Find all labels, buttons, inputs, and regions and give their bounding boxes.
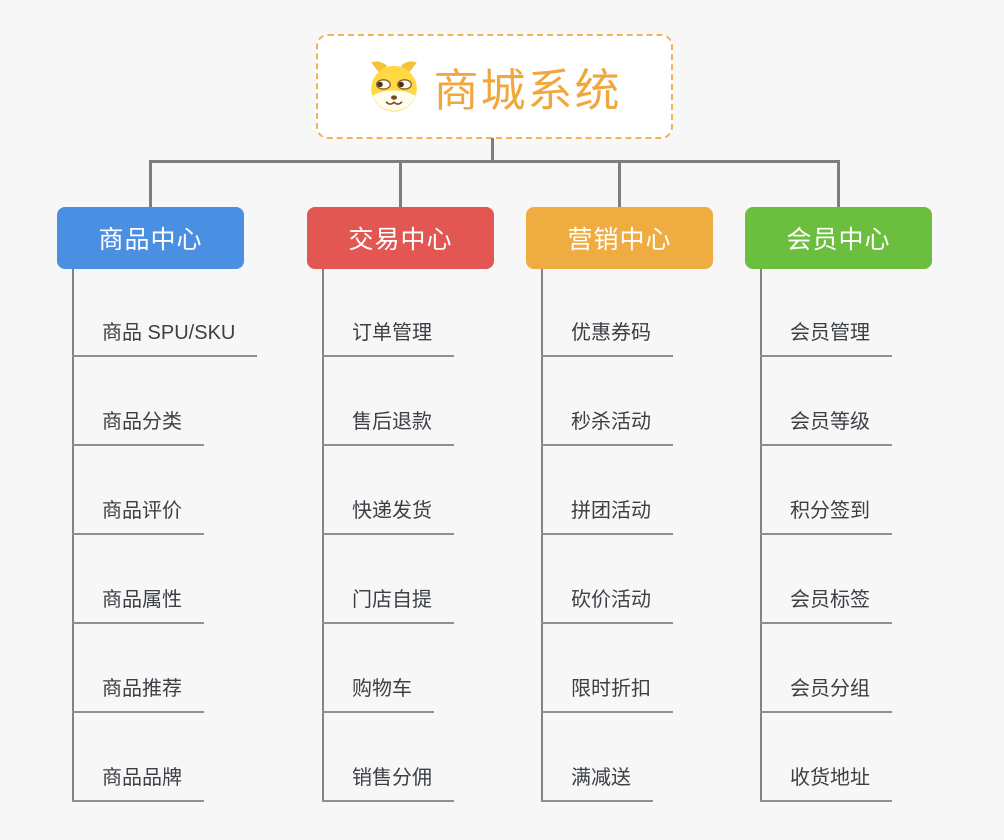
leaf-node[interactable]: 秒杀活动: [541, 408, 673, 446]
leaf-label: 限时折扣: [571, 678, 651, 700]
branch-label: 会员中心: [786, 226, 891, 254]
leaf-label: 满减送: [571, 767, 631, 789]
leaf-node[interactable]: 门店自提: [322, 586, 454, 624]
branch-node[interactable]: 营销中心: [526, 207, 713, 269]
connector-branch-drop: [618, 160, 621, 207]
leaf-node[interactable]: 优惠券码: [541, 319, 673, 357]
leaf-label: 优惠券码: [571, 322, 651, 344]
connector-branch-drop: [837, 160, 840, 207]
branch-node[interactable]: 交易中心: [307, 207, 494, 269]
leaf-node[interactable]: 会员管理: [760, 319, 892, 357]
leaf-label: 商品推荐: [102, 678, 182, 700]
leaf-node[interactable]: 会员分组: [760, 675, 892, 713]
leaf-node[interactable]: 拼团活动: [541, 497, 673, 535]
root-node[interactable]: 商城系统: [316, 34, 673, 139]
connector-branch-spine: [541, 269, 543, 802]
leaf-label: 商品分类: [102, 411, 182, 433]
leaf-label: 砍价活动: [571, 589, 651, 611]
leaf-label: 销售分佣: [352, 767, 432, 789]
leaf-label: 会员等级: [790, 411, 870, 433]
leaf-label: 会员分组: [790, 678, 870, 700]
leaf-node[interactable]: 商品属性: [72, 586, 204, 624]
leaf-node[interactable]: 订单管理: [322, 319, 454, 357]
leaf-node[interactable]: 满减送: [541, 764, 653, 802]
leaf-node[interactable]: 砍价活动: [541, 586, 673, 624]
leaf-node[interactable]: 商品推荐: [72, 675, 204, 713]
leaf-node[interactable]: 商品分类: [72, 408, 204, 446]
leaf-label: 秒杀活动: [571, 411, 651, 433]
branch-column: 交易中心 订单管理 售后退款 快递发货 门店自提 购物车 销售分佣: [307, 160, 494, 802]
leaf-node[interactable]: 商品 SPU/SKU: [72, 319, 258, 357]
branch-label: 营销中心: [567, 226, 672, 254]
leaf-node[interactable]: 商品品牌: [72, 764, 204, 802]
leaf-node[interactable]: 售后退款: [322, 408, 454, 446]
leaf-label: 会员管理: [790, 322, 870, 344]
leaf-node[interactable]: 限时折扣: [541, 675, 673, 713]
leaf-node[interactable]: 积分签到: [760, 497, 892, 535]
branch-column: 会员中心 会员管理 会员等级 积分签到 会员标签 会员分组 收货地址: [745, 160, 932, 802]
leaf-node[interactable]: 会员等级: [760, 408, 892, 446]
leaf-label: 商品 SPU/SKU: [102, 322, 236, 344]
branch-node[interactable]: 会员中心: [745, 207, 932, 269]
root-title: 商城系统: [433, 65, 622, 116]
leaf-label: 购物车: [352, 678, 412, 700]
branch-label: 商品中心: [98, 226, 203, 254]
branch-node[interactable]: 商品中心: [57, 207, 244, 269]
connector-branch-spine: [72, 269, 74, 802]
leaf-label: 订单管理: [352, 322, 432, 344]
leaf-label: 商品评价: [102, 500, 182, 522]
shiba-dog-logo-icon: [367, 60, 421, 114]
leaf-label: 会员标签: [790, 589, 870, 611]
leaf-node[interactable]: 快递发货: [322, 497, 454, 535]
connector-root-drop: [491, 138, 494, 161]
connector-branch-spine: [322, 269, 324, 802]
branch-column: 商品中心 商品 SPU/SKU 商品分类 商品评价 商品属性 商品推荐 商品品牌: [57, 160, 258, 802]
leaf-label: 商品品牌: [102, 767, 182, 789]
leaf-node[interactable]: 会员标签: [760, 586, 892, 624]
leaf-label: 售后退款: [352, 411, 432, 433]
leaf-label: 门店自提: [352, 589, 432, 611]
connector-horizontal-bar: [149, 160, 840, 163]
leaf-node[interactable]: 收货地址: [760, 764, 892, 802]
branch-label: 交易中心: [348, 226, 453, 254]
leaf-label: 积分签到: [790, 500, 870, 522]
connector-branch-drop: [399, 160, 402, 207]
leaf-label: 快递发货: [352, 500, 432, 522]
leaf-label: 收货地址: [790, 767, 870, 789]
leaf-label: 商品属性: [102, 589, 182, 611]
connector-branch-spine: [760, 269, 762, 802]
leaf-node[interactable]: 销售分佣: [322, 764, 454, 802]
connector-branch-drop: [149, 160, 152, 207]
leaf-node[interactable]: 商品评价: [72, 497, 204, 535]
leaf-node[interactable]: 购物车: [322, 675, 434, 713]
leaf-label: 拼团活动: [571, 500, 651, 522]
branch-column: 营销中心 优惠券码 秒杀活动 拼团活动 砍价活动 限时折扣 满减送: [526, 160, 713, 802]
